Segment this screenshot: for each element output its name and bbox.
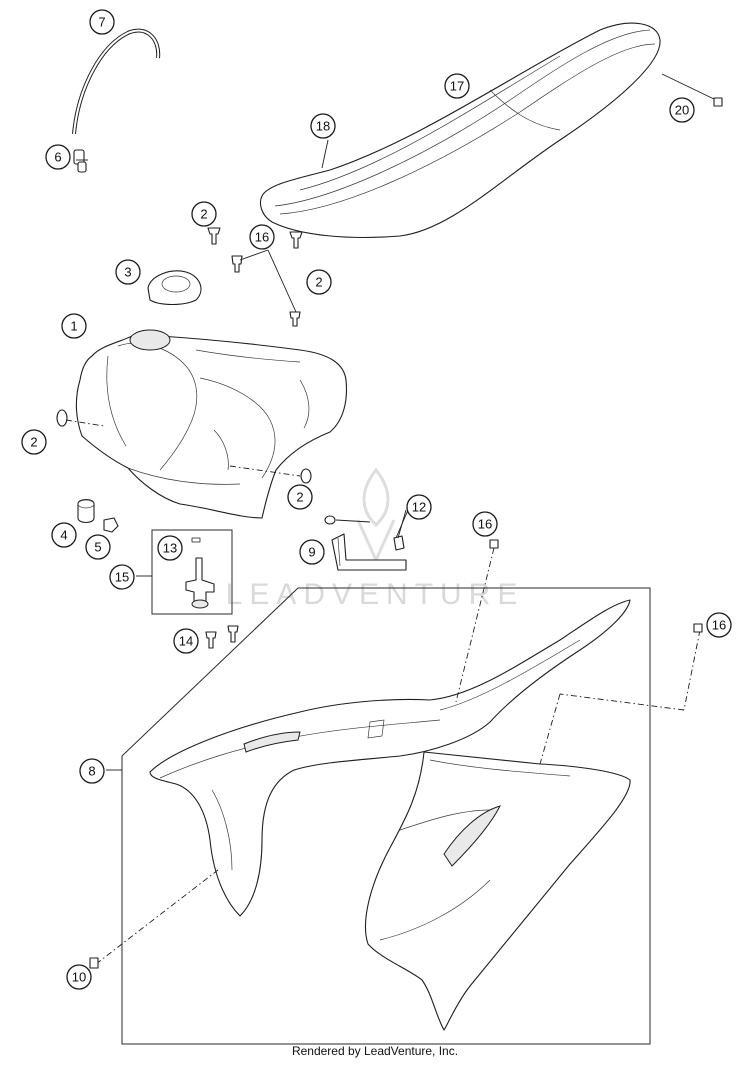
part-20-screw bbox=[661, 73, 723, 107]
part-2-washer-right bbox=[229, 465, 312, 484]
svg-text:18: 18 bbox=[316, 119, 330, 134]
svg-text:9: 9 bbox=[308, 545, 315, 560]
callout-18: 18 bbox=[310, 113, 336, 139]
watermark-text: LEADVENTURE bbox=[226, 578, 525, 611]
callout-8: 8 bbox=[79, 758, 105, 784]
callout-14: 14 bbox=[173, 628, 199, 654]
svg-text:17: 17 bbox=[450, 79, 464, 94]
callout-15: 15 bbox=[109, 564, 135, 590]
part-12-clamps bbox=[324, 509, 407, 551]
callout-17: 17 bbox=[444, 73, 470, 99]
svg-text:4: 4 bbox=[60, 528, 67, 543]
footer-credit: Rendered by LeadVenture, Inc. bbox=[291, 1044, 459, 1058]
part-17-seat bbox=[259, 22, 661, 239]
part-9-fuel-hose bbox=[331, 533, 407, 571]
callout-5: 5 bbox=[85, 534, 111, 560]
svg-text:13: 13 bbox=[163, 541, 177, 556]
callout-16-right: 16 bbox=[706, 612, 732, 638]
svg-text:1: 1 bbox=[70, 319, 77, 334]
svg-text:8: 8 bbox=[88, 764, 95, 779]
svg-text:16: 16 bbox=[712, 618, 726, 633]
svg-text:12: 12 bbox=[412, 500, 426, 515]
callout-leaders bbox=[76, 139, 409, 539]
svg-text:2: 2 bbox=[315, 275, 322, 290]
callout-16-top: 16 bbox=[249, 224, 275, 250]
svg-text:2: 2 bbox=[30, 435, 37, 450]
part-7-vent-hose bbox=[72, 28, 161, 135]
svg-text:7: 7 bbox=[98, 15, 105, 30]
watermark-flame-icon bbox=[356, 467, 396, 564]
part-8-left-spoiler bbox=[149, 599, 631, 917]
callout-16-middle: 16 bbox=[472, 511, 498, 537]
callout-1: 1 bbox=[61, 313, 87, 339]
part-5-nut bbox=[103, 517, 119, 533]
watermark: LEADVENTURE bbox=[226, 467, 525, 611]
part-2-washer-left bbox=[56, 409, 105, 427]
svg-text:5: 5 bbox=[94, 540, 101, 555]
callout-2-right: 2 bbox=[287, 484, 313, 510]
svg-text:6: 6 bbox=[54, 150, 61, 165]
svg-text:10: 10 bbox=[72, 970, 86, 985]
part-8-right-spoiler bbox=[364, 751, 631, 1031]
callout-13: 13 bbox=[157, 535, 183, 561]
part-4-rubber-bushing bbox=[77, 498, 95, 524]
callout-2-top-right: 2 bbox=[306, 269, 332, 295]
part-15-fuel-tap-group bbox=[136, 529, 233, 615]
callout-4: 4 bbox=[51, 522, 77, 548]
svg-text:14: 14 bbox=[179, 634, 193, 649]
callout-20: 20 bbox=[669, 97, 695, 123]
part-1-fuel-tank bbox=[75, 329, 348, 519]
callout-6: 6 bbox=[45, 144, 71, 170]
callout-12: 12 bbox=[406, 494, 432, 520]
part-8-spoiler-box bbox=[106, 587, 651, 1045]
part-3-tank-cap bbox=[147, 270, 202, 306]
svg-text:20: 20 bbox=[675, 103, 689, 118]
svg-text:15: 15 bbox=[115, 570, 129, 585]
leader-lines bbox=[89, 539, 703, 969]
svg-text:3: 3 bbox=[124, 265, 131, 280]
svg-text:16: 16 bbox=[255, 230, 269, 245]
svg-text:16: 16 bbox=[478, 517, 492, 532]
part-2-screw-top-left bbox=[207, 227, 221, 245]
part-14-screws bbox=[205, 625, 239, 649]
svg-text:2: 2 bbox=[200, 207, 207, 222]
part-2-screw-top-right bbox=[289, 231, 303, 249]
callout-2-top-left: 2 bbox=[191, 201, 217, 227]
callout-9: 9 bbox=[299, 539, 325, 565]
part-6-valve bbox=[73, 149, 87, 173]
callout-3: 3 bbox=[115, 259, 141, 285]
callout-10: 10 bbox=[66, 964, 92, 990]
callout-7: 7 bbox=[89, 9, 115, 35]
part-16-screw-upper bbox=[231, 255, 301, 327]
svg-text:2: 2 bbox=[296, 490, 303, 505]
callout-2-left: 2 bbox=[21, 429, 47, 455]
